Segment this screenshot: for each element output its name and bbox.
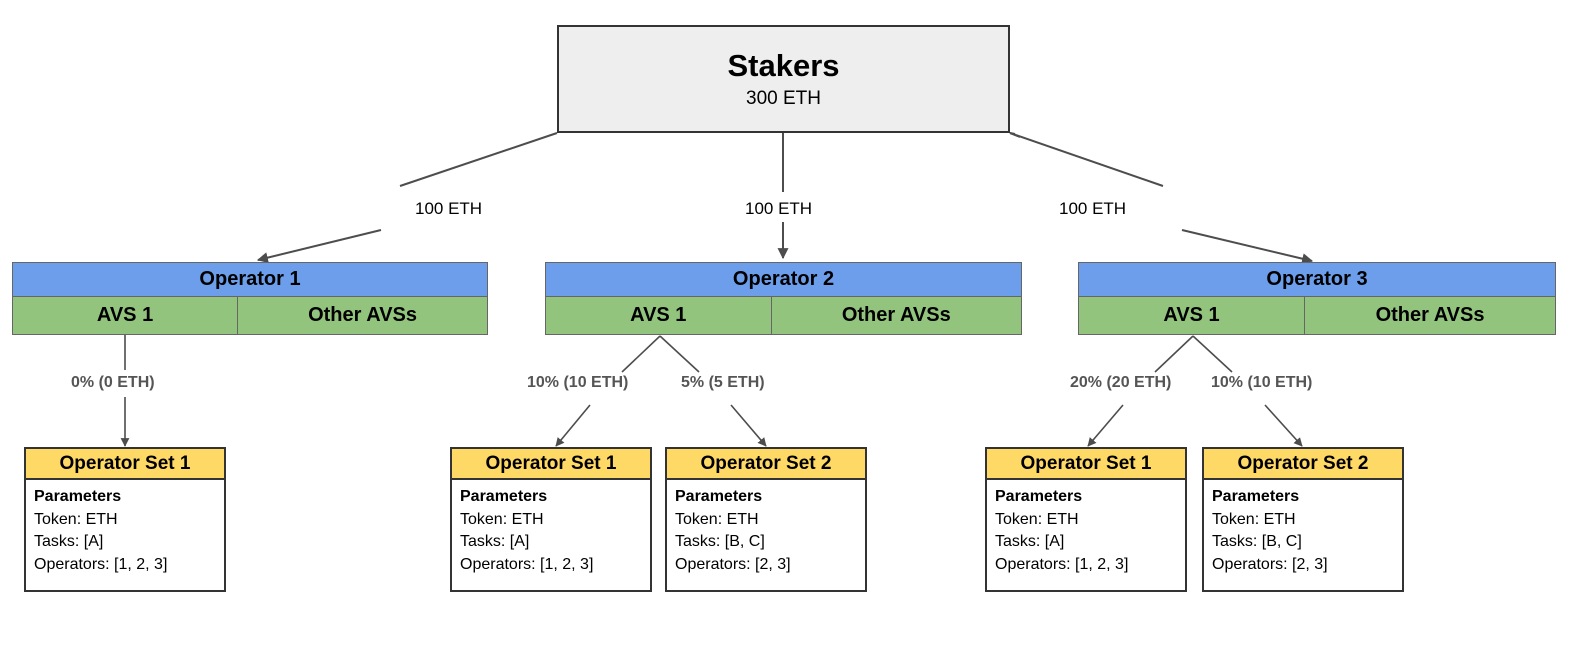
parameter-token: Token: ETH: [995, 510, 1079, 528]
allocation-label-op3-set2: 10% (10 ETH): [1211, 374, 1313, 391]
operator-2-avs-row: AVS 1 Other AVSs: [545, 297, 1022, 335]
allocation-label-op2-set1: 10% (10 ETH): [527, 374, 629, 391]
edge-stakers-to-operator-3: [1009, 132, 1314, 265]
parameters-heading: Parameters: [995, 488, 1083, 505]
operator-set-card-3-title: Operator Set 2: [665, 447, 867, 480]
operator-node-3: Operator 3 AVS 1 Other AVSs: [1078, 262, 1556, 335]
operator-set-card-5-body: Parameters Token: ETH Tasks: [B, C] Oper…: [1202, 480, 1404, 592]
parameter-token: Token: ETH: [1212, 510, 1296, 528]
parameters-heading: Parameters: [34, 488, 122, 505]
allocation-label-op3-set1: 20% (20 ETH): [1070, 374, 1172, 391]
operator-set-card-1: Operator Set 1 Parameters Token: ETH Tas…: [24, 447, 226, 592]
operator-3-other-avss-cell[interactable]: Other AVSs: [1305, 297, 1556, 335]
allocation-label-op2-set2: 5% (5 ETH): [681, 374, 765, 391]
edge-operator-2-avs1-to-set-1: [555, 335, 661, 447]
stakers-node: Stakers 300 ETH: [557, 25, 1010, 133]
operator-1-header: Operator 1: [12, 262, 488, 297]
operator-set-card-3: Operator Set 2 Parameters Token: ETH Tas…: [665, 447, 867, 592]
operator-set-card-5: Operator Set 2 Parameters Token: ETH Tas…: [1202, 447, 1404, 592]
parameter-tasks: Tasks: [A]: [460, 533, 530, 551]
parameter-operators: Operators: [1, 2, 3]: [34, 556, 168, 574]
parameter-operators: Operators: [1, 2, 3]: [460, 556, 594, 574]
edge-operator-3-avs1-to-set-1: [1087, 335, 1194, 447]
operator-1-avs-row: AVS 1 Other AVSs: [12, 297, 488, 335]
parameters-heading: Parameters: [675, 488, 763, 505]
delegation-label-operator-3: 100 ETH: [1059, 199, 1127, 218]
operator-set-card-4-body: Parameters Token: ETH Tasks: [A] Operato…: [985, 480, 1187, 592]
parameter-tasks: Tasks: [B, C]: [1212, 533, 1302, 551]
operator-set-card-1-title: Operator Set 1: [24, 447, 226, 480]
delegation-label-operator-1: 100 ETH: [415, 199, 483, 218]
parameter-tasks: Tasks: [B, C]: [675, 533, 765, 551]
operator-set-card-4: Operator Set 1 Parameters Token: ETH Tas…: [985, 447, 1187, 592]
operator-set-card-4-title: Operator Set 1: [985, 447, 1187, 480]
parameter-token: Token: ETH: [460, 510, 544, 528]
operator-2-avs-1-cell[interactable]: AVS 1: [545, 297, 772, 335]
parameter-token: Token: ETH: [675, 510, 759, 528]
stakers-amount: 300 ETH: [746, 87, 821, 109]
allocation-label-op1-set1: 0% (0 ETH): [71, 374, 155, 391]
operator-3-avs-1-cell[interactable]: AVS 1: [1078, 297, 1306, 335]
parameter-operators: Operators: [1, 2, 3]: [995, 556, 1129, 574]
operator-set-card-2-body: Parameters Token: ETH Tasks: [A] Operato…: [450, 480, 652, 592]
operator-1-avs-1-cell[interactable]: AVS 1: [12, 297, 239, 335]
edge-operator-2-avs1-to-set-2: [659, 335, 767, 447]
parameter-operators: Operators: [2, 3]: [675, 556, 791, 574]
parameters-heading: Parameters: [1212, 488, 1300, 505]
operator-node-2: Operator 2 AVS 1 Other AVSs: [545, 262, 1022, 335]
operator-1-other-avss-cell[interactable]: Other AVSs: [238, 297, 488, 335]
stakers-title: Stakers: [727, 47, 840, 83]
parameter-operators: Operators: [2, 3]: [1212, 556, 1328, 574]
operator-set-card-5-title: Operator Set 2: [1202, 447, 1404, 480]
operator-set-card-3-body: Parameters Token: ETH Tasks: [B, C] Oper…: [665, 480, 867, 592]
delegation-label-operator-2: 100 ETH: [745, 199, 813, 218]
parameter-token: Token: ETH: [34, 510, 118, 528]
operator-3-header: Operator 3: [1078, 262, 1556, 297]
operator-node-1: Operator 1 AVS 1 Other AVSs: [12, 262, 488, 335]
parameters-heading: Parameters: [460, 488, 548, 505]
operator-set-card-1-body: Parameters Token: ETH Tasks: [A] Operato…: [24, 480, 226, 592]
parameter-tasks: Tasks: [A]: [34, 533, 104, 551]
operator-3-avs-row: AVS 1 Other AVSs: [1078, 297, 1556, 335]
operator-set-card-2: Operator Set 1 Parameters Token: ETH Tas…: [450, 447, 652, 592]
edge-stakers-to-operator-1: [256, 132, 558, 263]
operator-2-header: Operator 2: [545, 262, 1022, 297]
edge-operator-3-avs1-to-set-2: [1192, 335, 1303, 447]
parameter-tasks: Tasks: [A]: [995, 533, 1065, 551]
operator-set-card-2-title: Operator Set 1: [450, 447, 652, 480]
operator-2-other-avss-cell[interactable]: Other AVSs: [771, 297, 1022, 335]
